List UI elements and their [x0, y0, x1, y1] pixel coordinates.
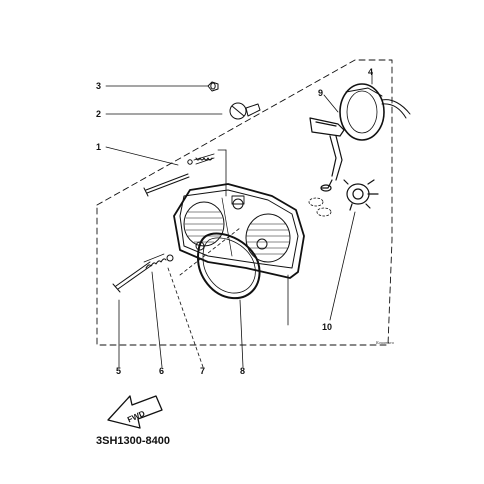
part-6-spring: [143, 253, 167, 269]
callout-1: 1: [96, 142, 101, 152]
fwd-direction-arrow: [107, 395, 163, 429]
callout-8: 8: [240, 366, 245, 376]
part-2-headlight-bulb: [229, 102, 261, 120]
callout-labels: 3 2 1 4 9 5 6 7 8 10: [96, 67, 373, 376]
part-headlight-lens-unit: [173, 183, 305, 279]
part-rubber-caps: [308, 197, 332, 217]
callout-6: 6: [159, 366, 164, 376]
diagram-code: 3SH1300-8400: [96, 435, 170, 447]
callout-3: 3: [96, 81, 101, 91]
part-3-bulb: [207, 81, 219, 92]
part-7-nut: [166, 254, 174, 262]
part-10-socket: [343, 179, 379, 211]
callout-4: 4: [368, 67, 373, 77]
callout-7: 7: [200, 366, 205, 376]
callout-5: 5: [116, 366, 121, 376]
part-9-bracket: [309, 117, 345, 192]
part-5-screw: [112, 261, 153, 293]
callout-2: 2: [96, 109, 101, 119]
callout-10: 10: [322, 322, 332, 332]
part-8-gasket: [197, 232, 261, 300]
part-4-housing: [339, 83, 411, 141]
callout-9: 9: [318, 88, 323, 98]
assembly-boundary-dashed: [96, 59, 393, 346]
leader-lines: [105, 71, 373, 368]
artist-signature: Kawamura: [375, 340, 394, 345]
part-1-screw-set: [143, 153, 215, 197]
